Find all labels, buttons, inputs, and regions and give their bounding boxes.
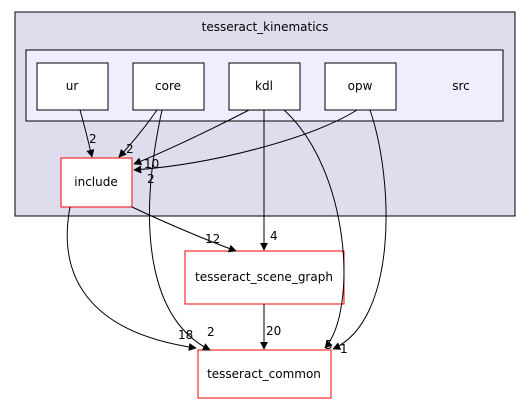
edge-label-include-common: 18 bbox=[178, 328, 193, 342]
node-ur[interactable]: ur bbox=[36, 62, 109, 111]
node-include-label: include bbox=[74, 175, 117, 189]
cluster-src-label: src bbox=[452, 79, 470, 93]
node-kdl[interactable]: kdl bbox=[228, 62, 301, 111]
node-tesseract-common[interactable]: tesseract_common bbox=[197, 349, 332, 399]
edge-label-opw-include: 2 bbox=[147, 172, 155, 186]
edge-label-kdl-common: 5 bbox=[325, 338, 333, 352]
node-kdl-label: kdl bbox=[255, 79, 273, 93]
edge-label-opw-common: 1 bbox=[340, 342, 348, 356]
node-common-label: tesseract_common bbox=[207, 367, 321, 381]
edge-include-scene-graph bbox=[131, 206, 237, 253]
edge-opw-common bbox=[332, 109, 387, 350]
edge-label-scene-graph-common: 20 bbox=[266, 324, 281, 338]
edge-opw-include bbox=[133, 109, 358, 174]
edge-labels: 2 2 10 2 4 12 18 2 5 1 20 bbox=[89, 132, 348, 356]
node-ur-label: ur bbox=[66, 79, 79, 93]
edge-label-ur-include: 2 bbox=[89, 132, 97, 146]
edge-label-core-include: 2 bbox=[126, 142, 134, 156]
node-include[interactable]: include bbox=[60, 157, 133, 208]
node-opw[interactable]: opw bbox=[324, 62, 397, 111]
edge-ur-include bbox=[79, 109, 95, 158]
edge-core-common bbox=[149, 109, 211, 351]
edge-label-kdl-include: 10 bbox=[144, 157, 159, 171]
node-core-label: core bbox=[155, 79, 181, 93]
edge-kdl-common bbox=[283, 109, 345, 349]
cluster-title: tesseract_kinematics bbox=[202, 20, 329, 34]
edge-label-kdl-scene-graph: 4 bbox=[270, 229, 278, 243]
edge-kdl-include bbox=[133, 109, 250, 166]
edge-core-include bbox=[118, 109, 158, 158]
edge-include-common bbox=[66, 206, 197, 351]
edge-label-include-scene-graph: 12 bbox=[205, 232, 220, 246]
node-opw-label: opw bbox=[348, 79, 373, 93]
node-tesseract-scene-graph[interactable]: tesseract_scene_graph bbox=[184, 250, 345, 305]
edge-label-core-common: 2 bbox=[207, 325, 215, 339]
node-core[interactable]: core bbox=[132, 62, 205, 111]
node-scene-graph-label: tesseract_scene_graph bbox=[195, 270, 333, 284]
edges bbox=[66, 109, 387, 351]
